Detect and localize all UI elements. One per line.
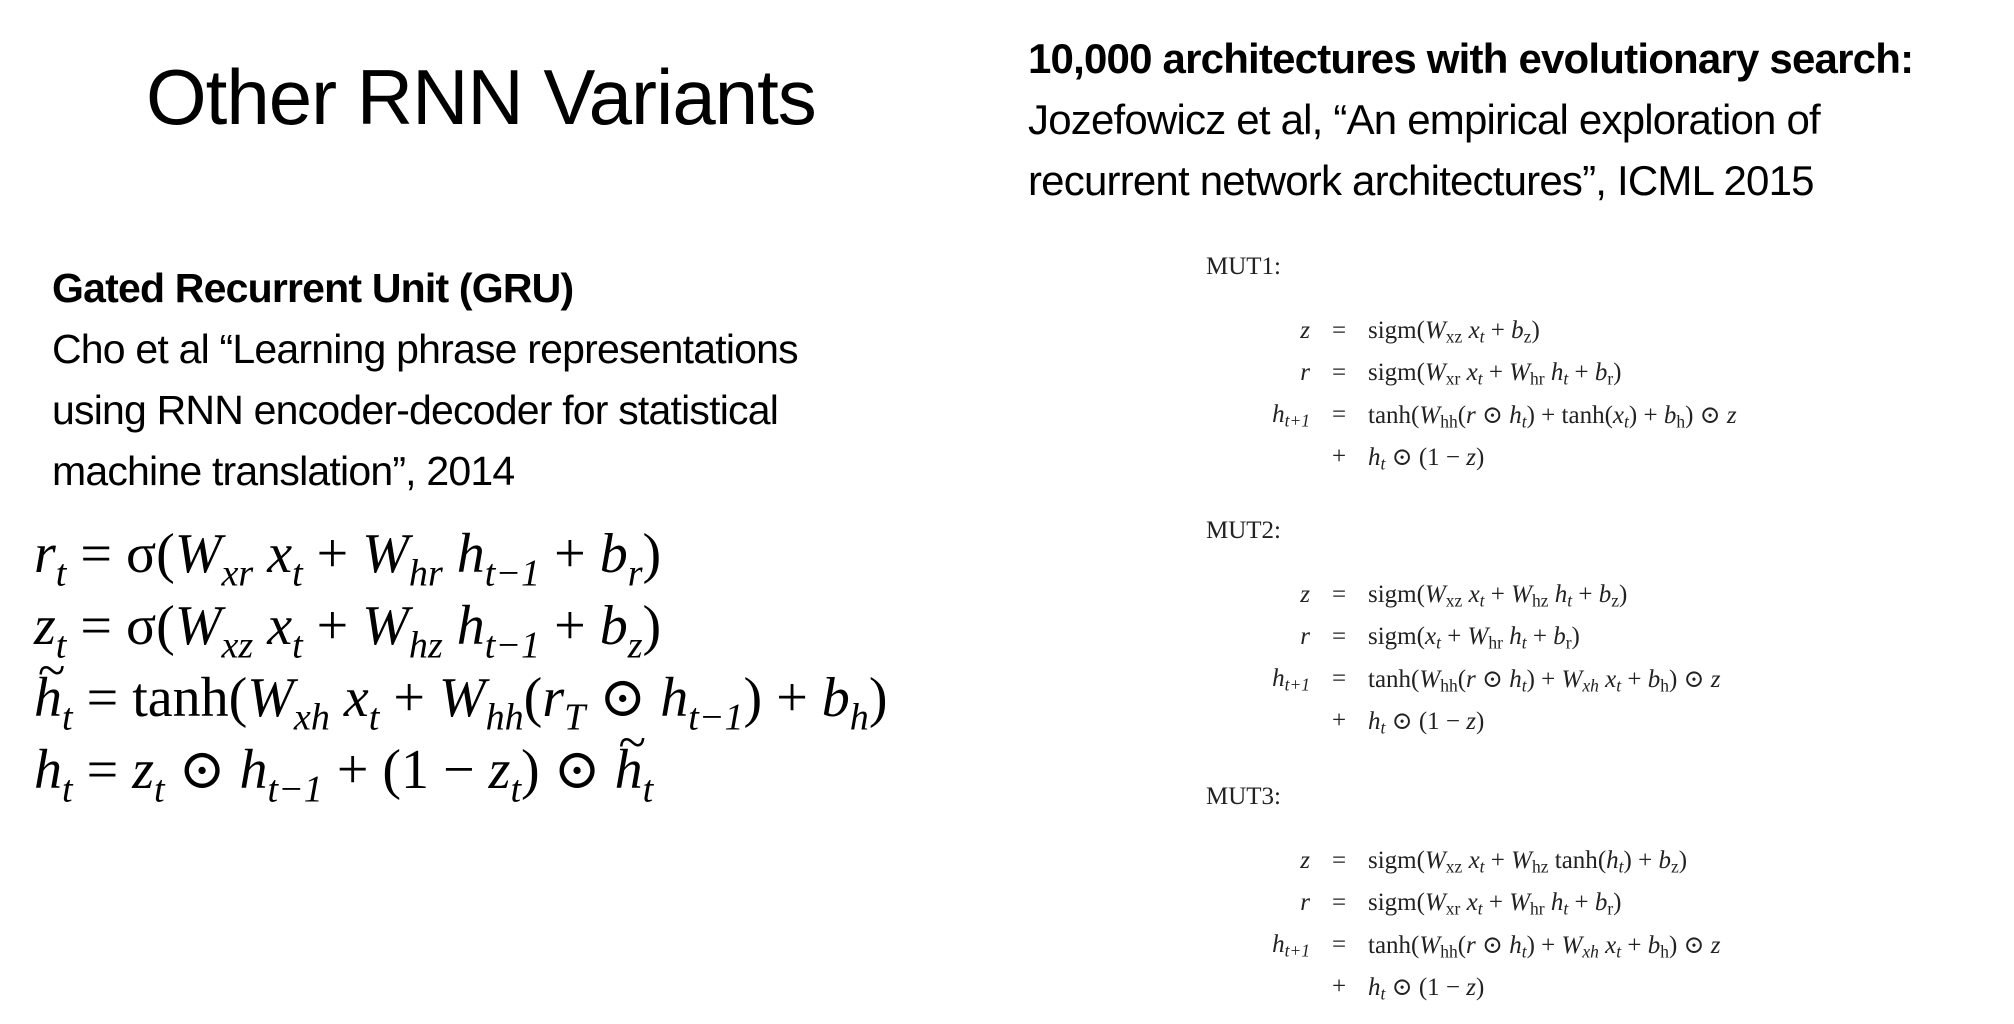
- equation-lhs: ht+1: [1272, 401, 1310, 431]
- mutation-label: MUT3:: [1206, 783, 1281, 810]
- reference-line: Jozefowicz et al, “An empirical explorat…: [1028, 96, 1821, 143]
- equation-operator: =: [1331, 931, 1347, 958]
- gru-equation-candidate-state: ht = tanh(Wxh xt + Whh(rT ⊙ ht−1) + bh): [34, 634, 887, 736]
- equation-lhs: [1206, 966, 1310, 1008]
- equation-rhs: sigm(Wxz xt + Whz tanh(ht) + bz): [1368, 847, 1688, 877]
- equation-rhs: ht ⊙ (1 − z): [1368, 708, 1485, 738]
- equation-lhs: z: [1300, 847, 1310, 874]
- equation-lhs: [1206, 436, 1310, 478]
- equation-operator: =: [1331, 401, 1347, 428]
- mutation-equation-row: z = sigm(Wxz xt + Whz ht + bz): [1206, 574, 1721, 616]
- gru-equation-update-gate: zt = σ(Wxz xt + Whz ht−1 + bz): [34, 595, 662, 667]
- equation-rhs: sigm(Wxz xt + Whz ht + bz): [1368, 581, 1628, 611]
- equation-rhs: sigm(Wxr xt + Whr ht + br): [1368, 359, 1622, 389]
- mutation-equations: z = sigm(Wxz xt + Whz ht + bz) r = sigm(xt + …: [1206, 574, 1721, 742]
- equation-lhs: r: [1300, 359, 1310, 386]
- equation-operator: =: [1331, 581, 1347, 608]
- equation-operator: =: [1331, 359, 1347, 386]
- gru-description: Gated Recurrent Unit (GRU) Cho et al “Le…: [52, 258, 799, 502]
- equation-operator: +: [1331, 443, 1347, 470]
- mutation-equations: z = sigm(Wxz xt + bz) r = sigm(Wxr xt + Whr h…: [1206, 310, 1737, 478]
- equation-rhs: ht ⊙ (1 − z): [1368, 974, 1485, 1004]
- equation-lhs: [1206, 700, 1310, 742]
- equation-lhs: ht+1: [1272, 931, 1310, 961]
- equation-operator: =: [1331, 889, 1347, 916]
- mutation-equation-row: z = sigm(Wxz xt + Whz tanh(ht) + bz): [1206, 840, 1721, 882]
- mutation-block-mut1: MUT1: z = sigm(Wxz xt + bz) r = sigm(Wxr xt + …: [1206, 252, 1737, 478]
- mutation-equation-row: + ht ⊙ (1 − z): [1206, 436, 1737, 478]
- equation-operator: =: [1331, 623, 1347, 650]
- equation-operator: =: [1331, 665, 1347, 692]
- equation-rhs: sigm(Wxz xt + bz): [1368, 317, 1540, 347]
- equation-rhs: sigm(xt + Whr ht + br): [1368, 623, 1580, 653]
- gru-citation-line: Cho et al “Learning phrase representatio…: [52, 326, 799, 372]
- equation-operator: +: [1331, 973, 1347, 1000]
- gru-citation-line: machine translation”, 2014: [52, 448, 515, 494]
- equation-rhs: sigm(Wxr xt + Whr ht + br): [1368, 889, 1622, 919]
- slide-title: Other RNN Variants: [146, 53, 817, 141]
- gru-equation-hidden-state: ht = zt ⊙ ht−1 + (1 − zt) ⊙ ht: [34, 706, 887, 808]
- mutation-equation-row: + ht ⊙ (1 − z): [1206, 966, 1721, 1008]
- equation-lhs: z: [1300, 317, 1310, 344]
- mutation-equation-row: r = sigm(Wxr xt + Whr ht + br): [1206, 882, 1721, 924]
- mutation-equation-row: r = sigm(xt + Whr ht + br): [1206, 616, 1721, 658]
- equation-lhs: r: [1300, 889, 1310, 916]
- reference-block: 10,000 architectures with evolutionary s…: [1028, 28, 1914, 211]
- equation-lhs: ht+1: [1272, 665, 1310, 695]
- equation-rhs: tanh(Whh(r ⊙ ht) + Wxh xt + bh) ⊙ z: [1368, 932, 1721, 962]
- reference-heading: 10,000 architectures with evolutionary s…: [1028, 35, 1914, 82]
- equation-operator: =: [1331, 847, 1347, 874]
- mutation-label: MUT2:: [1206, 517, 1281, 544]
- mutation-block-mut3: MUT3: z = sigm(Wxz xt + Whz tanh(ht) + bz) r…: [1206, 782, 1721, 1008]
- gru-equation-reset-gate: rt = σ(Wxr xt + Whr ht−1 + br): [34, 523, 662, 595]
- mutation-equation-row: ht+1 = tanh(Whh(r ⊙ ht) + Wxh xt + bh) ⊙ z: [1206, 924, 1721, 966]
- equation-rhs: tanh(Whh(r ⊙ ht) + Wxh xt + bh) ⊙ z: [1368, 666, 1721, 696]
- mutation-equation-row: r = sigm(Wxr xt + Whr ht + br): [1206, 352, 1737, 394]
- equation-operator: =: [1331, 317, 1347, 344]
- equation-lhs: r: [1300, 623, 1310, 650]
- mutation-label: MUT1:: [1206, 253, 1281, 280]
- mutation-equation-row: z = sigm(Wxz xt + bz): [1206, 310, 1737, 352]
- equation-rhs: tanh(Whh(r ⊙ ht) + tanh(xt) + bh) ⊙ z: [1368, 402, 1737, 432]
- gru-citation-line: using RNN encoder-decoder for statistica…: [52, 387, 779, 433]
- equation-lhs: z: [1300, 581, 1310, 608]
- reference-line: recurrent network architectures”, ICML 2…: [1028, 157, 1815, 204]
- mutation-block-mut2: MUT2: z = sigm(Wxz xt + Whz ht + bz) r = sigm(…: [1206, 516, 1721, 742]
- mutation-equations: z = sigm(Wxz xt + Whz tanh(ht) + bz) r = sigm…: [1206, 840, 1721, 1008]
- mutation-equation-row: + ht ⊙ (1 − z): [1206, 700, 1721, 742]
- equation-operator: +: [1331, 707, 1347, 734]
- gru-heading: Gated Recurrent Unit (GRU): [52, 265, 574, 311]
- mutation-equation-row: ht+1 = tanh(Whh(r ⊙ ht) + tanh(xt) + bh) ⊙…: [1206, 394, 1737, 436]
- equation-rhs: ht ⊙ (1 − z): [1368, 444, 1485, 474]
- gru-equations: rt = σ(Wxr xt + Whr ht−1 + br) zt = σ(Wx…: [34, 518, 887, 808]
- mutation-equation-row: ht+1 = tanh(Whh(r ⊙ ht) + Wxh xt + bh) ⊙ z: [1206, 658, 1721, 700]
